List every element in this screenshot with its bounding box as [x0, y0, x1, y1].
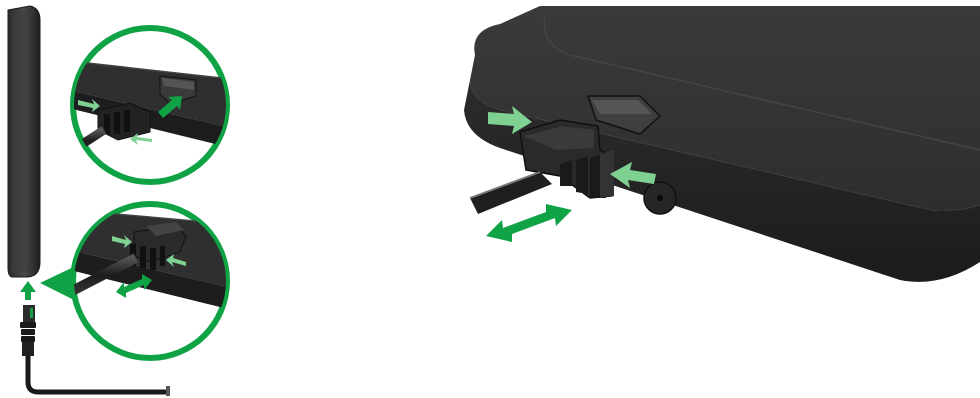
slide-double-arrow-icon: [486, 204, 572, 242]
insert-arrow-icon: [20, 281, 36, 300]
device-side-view: [8, 6, 40, 277]
power-plug: [20, 305, 36, 356]
detail-release-clip: [60, 25, 240, 185]
main-perspective-view: [464, 6, 980, 282]
power-cable: [28, 356, 170, 392]
detail-insert-plug: [70, 201, 240, 361]
